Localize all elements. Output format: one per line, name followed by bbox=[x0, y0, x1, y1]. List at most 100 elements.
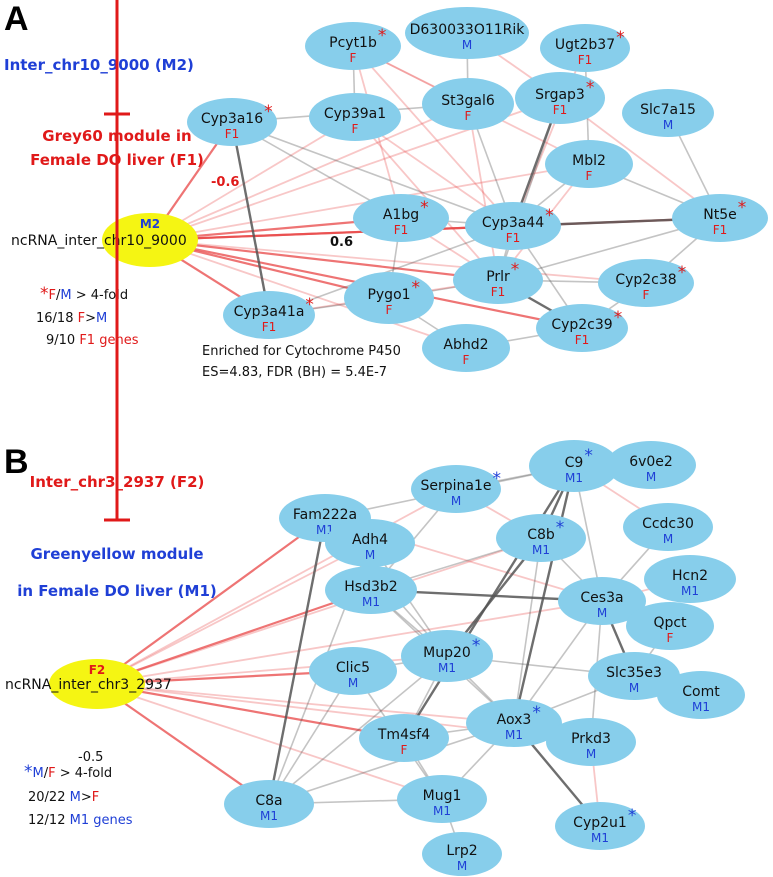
edge-pcyt1b-cyp3a44 bbox=[352, 45, 514, 227]
panel-b-letter: B bbox=[4, 443, 29, 481]
gene-label: Ces3a bbox=[580, 590, 623, 606]
panel-b-hub-node[interactable]: F2 ncRNA_inter_chr3_2937 bbox=[5, 659, 172, 709]
group-label: M bbox=[451, 494, 461, 508]
node-ellipse bbox=[453, 256, 543, 304]
node-ellipse bbox=[623, 503, 713, 551]
gene-label: Cyp3a41a bbox=[234, 304, 305, 320]
node-ellipse bbox=[465, 202, 561, 250]
node-ellipse bbox=[540, 24, 630, 72]
gene-label: Cyp3a16 bbox=[201, 111, 263, 127]
legend-line-2: 16/18 F>M bbox=[36, 311, 107, 326]
group-label: F1 bbox=[262, 320, 277, 334]
panel-a-hub-node[interactable]: M2 ncRNA_inter_chr10_9000 bbox=[11, 213, 198, 267]
group-label: M bbox=[646, 470, 656, 484]
gene-label: Cyp3a44 bbox=[482, 215, 544, 231]
node-ellipse bbox=[588, 652, 680, 700]
group-label: F bbox=[401, 743, 408, 757]
edge-cyp3a44-cyp3a41a bbox=[268, 225, 514, 316]
group-label: F1 bbox=[225, 127, 240, 141]
fold-change-star: * bbox=[628, 806, 637, 826]
node-ellipse bbox=[496, 514, 586, 562]
hub-ellipse bbox=[102, 213, 198, 267]
gene-label: 6v0e2 bbox=[629, 454, 673, 470]
group-label: M1 bbox=[260, 809, 278, 823]
node-ellipse bbox=[353, 194, 449, 242]
edge-hub-st3gal6 bbox=[149, 103, 469, 241]
panel-a-negative-weight: -0.6 bbox=[211, 175, 239, 190]
node-ellipse bbox=[466, 699, 562, 747]
panel-b-legend: *M/F > 4-fold 20/22 M>F 12/12 M1 genes bbox=[24, 762, 133, 828]
legend-line-3: 12/12 M1 genes bbox=[28, 813, 133, 828]
enrichment-line-2: ES=4.83, FDR (BH) = 5.4E-7 bbox=[202, 365, 387, 380]
group-label: F1 bbox=[553, 103, 568, 117]
edge-cyp3a16-cyp3a41a bbox=[230, 121, 271, 316]
panel-a-legend: *F/M > 4-fold 16/18 F>M 9/10 F1 genes bbox=[36, 284, 139, 348]
node-ellipse bbox=[622, 89, 714, 137]
group-label: M1 bbox=[565, 471, 583, 485]
node-ellipse bbox=[401, 630, 493, 682]
group-label: M1 bbox=[362, 595, 380, 609]
gene-label: C8a bbox=[255, 793, 282, 809]
group-label: M bbox=[629, 681, 639, 695]
node-ellipse bbox=[305, 22, 401, 70]
group-label: M bbox=[597, 606, 607, 620]
fold-change-star: * bbox=[616, 28, 625, 48]
node-ellipse bbox=[344, 272, 434, 324]
node-ellipse bbox=[405, 7, 529, 59]
legend-star: * bbox=[40, 284, 49, 304]
gene-label: Comt bbox=[682, 684, 720, 700]
hub-group-label: F2 bbox=[89, 663, 106, 677]
legend-line-2: 20/22 M>F bbox=[28, 790, 99, 805]
edge-mup20-c8a bbox=[268, 655, 448, 805]
panel-a-ncrna-title: Inter_chr10_9000 (M2) bbox=[4, 56, 194, 74]
node-ellipse bbox=[555, 802, 645, 850]
panel-a: A Inter_chr10_9000 (M2) Grey60 module in… bbox=[4, 0, 768, 380]
group-label: M1 bbox=[433, 804, 451, 818]
group-label: M1 bbox=[681, 584, 699, 598]
group-label: F bbox=[667, 631, 674, 645]
fold-change-star: * bbox=[511, 260, 520, 280]
fold-change-star: * bbox=[493, 469, 502, 489]
